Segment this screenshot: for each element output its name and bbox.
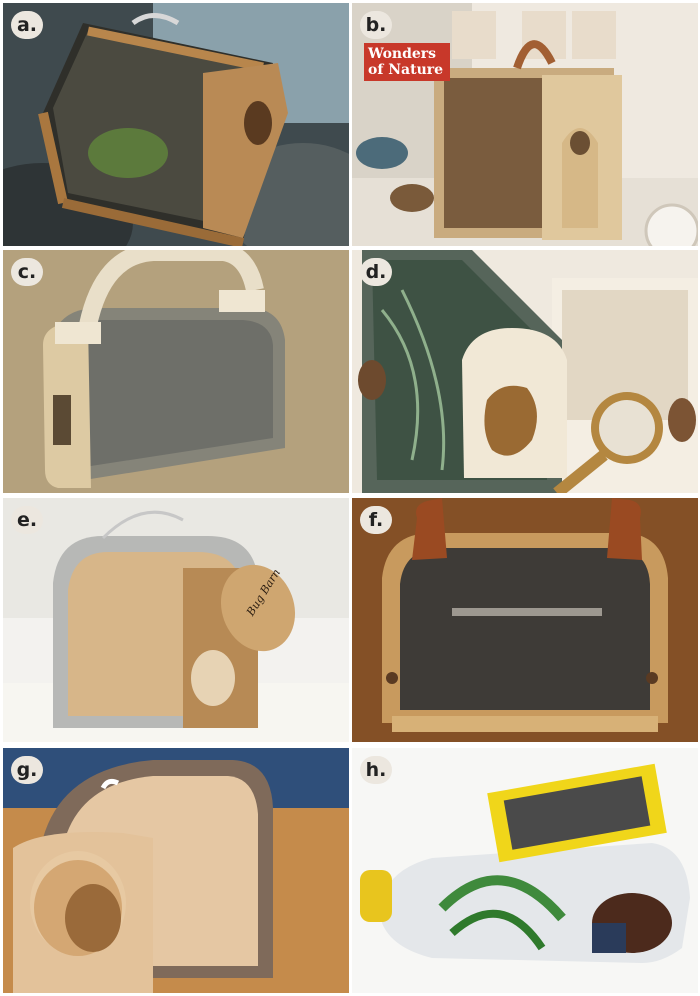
panel-label: a. (11, 11, 43, 39)
panel-label: d. (360, 258, 392, 286)
photo-rustic-twig-bug-box: a. (3, 3, 349, 246)
photo-arched-screen-bug-box: c. (3, 250, 349, 493)
panel-label: g. (11, 756, 43, 784)
panel-label: c. (11, 258, 43, 286)
panel-label: h. (360, 756, 392, 784)
panel-label: b. (360, 11, 392, 39)
photo-leather-handle-bug-box: f. (352, 498, 698, 742)
book-title: Wonders of Nature (364, 43, 450, 81)
photo-wooden-bug-house-with-door: Wonders of Nature b. (352, 3, 698, 246)
photo-bug-barn-with-sign: Bug Barn e. (3, 498, 349, 742)
panel-label: f. (360, 506, 392, 534)
photo-plastic-bottle-bug-catcher: h. (352, 748, 698, 993)
photo-wooden-bug-house-round-door: g. (3, 748, 349, 993)
panel-label: e. (11, 506, 43, 534)
photo-bug-box-with-magnifier: d. (352, 250, 698, 493)
